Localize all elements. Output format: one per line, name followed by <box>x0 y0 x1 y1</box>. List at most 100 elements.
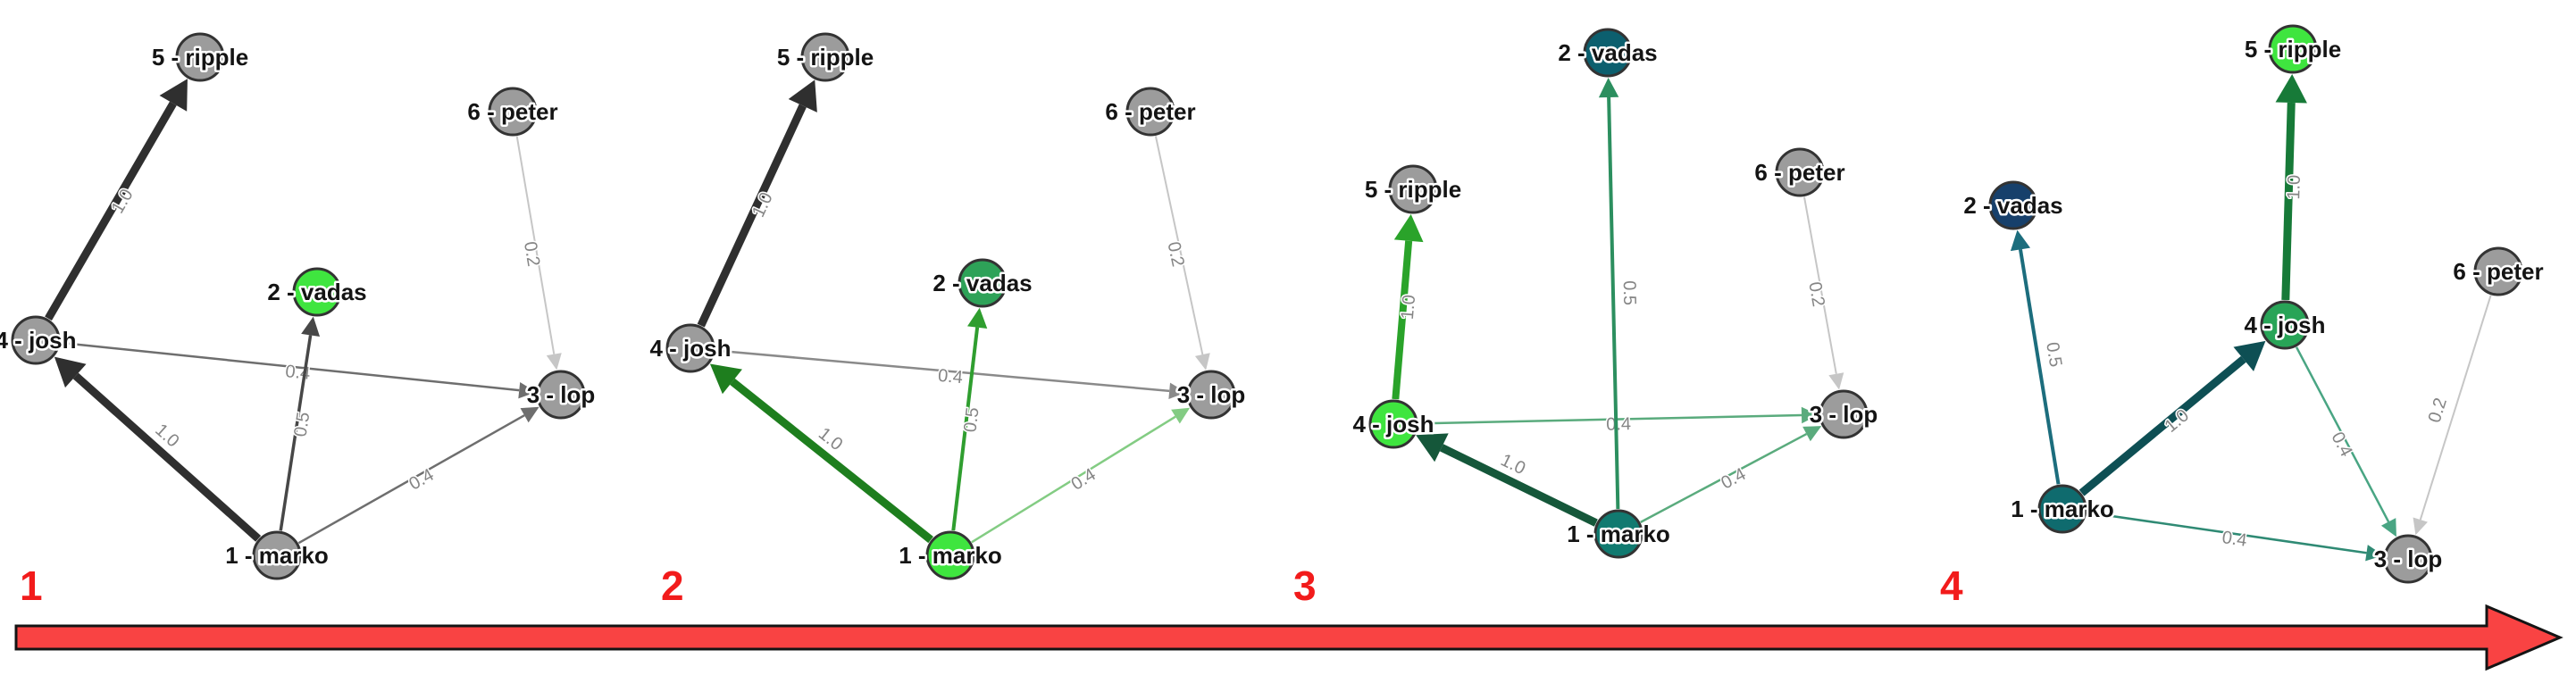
edge-arrowhead <box>1828 372 1844 390</box>
graph-node-lop[interactable] <box>1186 370 1236 420</box>
graph-node-josh[interactable] <box>1368 399 1418 449</box>
graph-edge-peter-lop <box>1802 196 1837 374</box>
edge-arrowhead <box>1416 433 1449 462</box>
edge-arrowhead <box>520 406 539 423</box>
node-label-peter: 6 - peter <box>1105 98 1195 125</box>
graph-edge-marko-josh <box>72 372 262 542</box>
edge-weight-label: 0.2 <box>1163 240 1187 269</box>
graph-edge-marko-lop <box>297 414 525 545</box>
graph-node-marko[interactable] <box>1593 509 1643 559</box>
node-label-ripple: 5 - ripple <box>777 44 874 71</box>
node-label-marko: 1 - marko <box>2011 496 2114 522</box>
node-label-josh: 4 - josh <box>2244 312 2325 338</box>
edge-weight-label: 1.0 <box>2162 405 2193 437</box>
edge-arrowhead <box>1194 353 1210 371</box>
graph-edge-josh-lop <box>60 341 520 392</box>
node-label-marko: 1 - marko <box>1567 521 1670 547</box>
graph-node-vadas[interactable] <box>1583 28 1633 78</box>
graph-node-lop[interactable] <box>1819 389 1869 439</box>
edge-arrowhead <box>2010 229 2031 252</box>
graph-edge-marko-josh <box>2078 355 2246 496</box>
edge-arrowhead <box>2365 545 2384 562</box>
edge-arrowhead <box>1802 426 1822 442</box>
graph-edge-marko-lop <box>1640 432 1808 523</box>
edge-arrowhead <box>1168 382 1187 400</box>
edge-weight-label: 0.4 <box>2327 429 2355 460</box>
graph-edge-marko-vadas <box>951 327 980 531</box>
graph-node-ripple[interactable] <box>1388 164 1438 214</box>
edge-arrowhead <box>159 79 188 112</box>
edge-weight-label: 0.4 <box>937 366 964 388</box>
edge-arrowhead <box>546 353 562 371</box>
graph-edge-marko-vadas <box>2019 249 2061 485</box>
edge-weight-label: 0.4 <box>1068 464 1100 494</box>
edge-arrowhead <box>54 356 87 388</box>
edge-arrowhead <box>2413 517 2428 536</box>
node-label-ripple: 5 - ripple <box>152 44 248 71</box>
graph-node-ripple[interactable] <box>2268 24 2318 74</box>
graph-node-ripple[interactable] <box>175 32 225 82</box>
graph-node-josh[interactable] <box>665 323 715 373</box>
graph-edge-josh-lop <box>2295 346 2390 522</box>
edge-arrowhead <box>709 363 742 395</box>
edge-weight-label: 0.5 <box>290 411 314 438</box>
edge-arrowhead <box>2275 73 2307 104</box>
edge-arrowhead <box>1598 77 1619 98</box>
node-label-ripple: 5 - ripple <box>1365 176 1461 203</box>
node-label-marko: 1 - marko <box>225 542 329 569</box>
node-label-josh: 4 - josh <box>0 327 77 354</box>
edge-weight-label: 0.4 <box>1718 464 1749 493</box>
graph-node-peter[interactable] <box>1125 87 1175 137</box>
step-number-2: 2 <box>661 562 684 609</box>
edge-weight-label: 0.2 <box>2425 396 2451 425</box>
node-label-vadas: 2 - vadas <box>1558 39 1657 66</box>
node-label-peter: 6 - peter <box>1754 159 1844 186</box>
edge-arrowhead <box>1393 213 1424 243</box>
edge-arrowhead <box>788 79 817 112</box>
graph-edge-josh-ripple <box>1392 240 1413 400</box>
node-label-lop: 3 - lop <box>1810 401 1878 428</box>
edge-weight-label: 0.5 <box>960 406 983 433</box>
graph-node-josh[interactable] <box>11 315 61 365</box>
graph-edge-marko-josh <box>730 378 933 544</box>
graph-node-peter[interactable] <box>488 87 538 137</box>
edge-arrowhead <box>301 316 321 338</box>
graph-edge-josh-lop <box>1418 413 1802 425</box>
graph-node-marko[interactable] <box>2037 484 2087 534</box>
graph-node-lop[interactable] <box>536 370 586 420</box>
edge-weight-label: 0.5 <box>1619 280 1640 305</box>
edge-weight-label: 0.4 <box>2221 528 2248 551</box>
node-label-ripple: 5 - ripple <box>2245 36 2341 62</box>
graph-node-josh[interactable] <box>2260 300 2310 350</box>
node-label-vadas: 2 - vadas <box>933 270 1032 296</box>
graph-edge-peter-lop <box>1154 136 1204 355</box>
graph-node-vadas[interactable] <box>1988 180 2038 230</box>
step-number-1: 1 <box>20 562 43 609</box>
graph-node-marko[interactable] <box>925 530 975 580</box>
edge-weight-label: 0.4 <box>406 465 437 495</box>
graph-node-vadas[interactable] <box>958 258 1008 308</box>
graph-edge-marko-vadas <box>279 335 313 531</box>
step-number-4: 4 <box>1940 562 1963 609</box>
edge-weight-label: 0.2 <box>520 240 543 268</box>
graph-node-peter[interactable] <box>2473 246 2523 296</box>
edge-arrowhead <box>1171 407 1191 424</box>
node-label-lop: 3 - lop <box>1177 381 1246 408</box>
graph-edge-josh-ripple <box>697 104 807 328</box>
graph-edge-josh-ripple <box>45 101 177 321</box>
graph-node-vadas[interactable] <box>292 267 342 317</box>
edge-weight-label: 0.5 <box>2042 341 2065 369</box>
node-label-lop: 3 - lop <box>527 381 596 408</box>
node-label-josh: 4 - josh <box>1352 411 1434 438</box>
graph-node-ripple[interactable] <box>800 32 850 82</box>
graph-node-peter[interactable] <box>1775 147 1825 197</box>
timeline-arrow <box>14 604 2563 671</box>
graph-node-marko[interactable] <box>252 530 302 580</box>
edge-arrowhead <box>2380 518 2396 538</box>
edge-weight-label: 0.4 <box>1606 414 1631 435</box>
graph-node-lop[interactable] <box>2383 534 2433 584</box>
graph-edge-peter-lop <box>515 136 556 354</box>
edge-arrowhead <box>2233 340 2266 371</box>
